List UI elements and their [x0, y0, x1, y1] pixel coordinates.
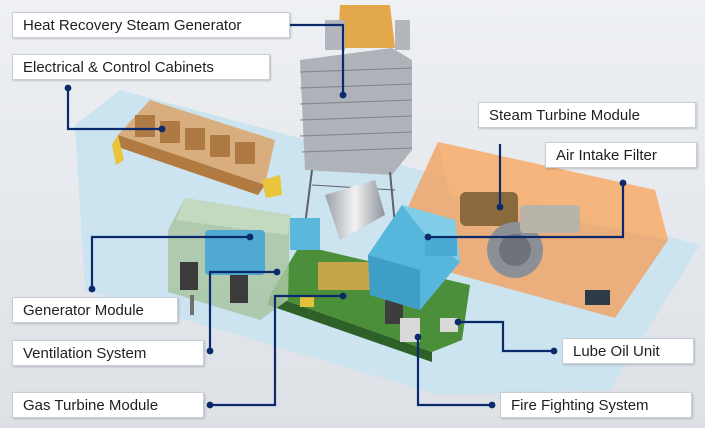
- label-fire-fighting-system: Fire Fighting System: [500, 392, 692, 418]
- leader-fire: [416, 337, 492, 407]
- dot-gtm-start: [206, 401, 214, 409]
- dot-stm: [496, 203, 504, 211]
- dot-aif-start: [619, 179, 627, 187]
- dot-lube-start: [550, 347, 558, 355]
- label-air-intake-filter: Air Intake Filter: [545, 142, 697, 168]
- dot-vent-start: [206, 347, 214, 355]
- generator-model: [168, 198, 320, 320]
- dot-hrsg: [339, 91, 347, 99]
- leader-ecc: [66, 88, 162, 131]
- dot-ecc: [158, 125, 166, 133]
- label-lube-oil-unit: Lube Oil Unit: [562, 338, 694, 364]
- dot-ecc-start: [64, 84, 72, 92]
- dot-lube: [454, 318, 462, 326]
- leader-lines: [66, 23, 625, 407]
- electrical-cabinets-model: [112, 100, 282, 198]
- label-heat-recovery-steam-generator: Heat Recovery Steam Generator: [12, 12, 290, 38]
- label-generator-module: Generator Module: [12, 297, 178, 323]
- steam-turbine-model: [398, 142, 668, 318]
- dot-gtm: [339, 292, 347, 300]
- leader-hrsg: [290, 23, 345, 95]
- dot-gen: [246, 233, 254, 241]
- leader-lube: [458, 320, 554, 353]
- leader-aif: [428, 183, 625, 239]
- leader-gen: [90, 235, 250, 289]
- label-electrical-control-cabinets: Electrical & Control Cabinets: [12, 54, 270, 80]
- leader-gtm: [210, 294, 343, 407]
- dot-fire: [414, 333, 422, 341]
- gas-turbine-model: [268, 245, 470, 362]
- dot-vent: [273, 268, 281, 276]
- label-ventilation-system: Ventilation System: [12, 340, 204, 366]
- label-steam-turbine-module: Steam Turbine Module: [478, 102, 696, 128]
- leader-vent: [208, 270, 277, 351]
- dot-aif: [424, 233, 432, 241]
- dot-fire-start: [488, 401, 496, 409]
- hrsg-model: [299, 5, 413, 240]
- leader-dots: [64, 84, 627, 409]
- label-gas-turbine-module: Gas Turbine Module: [12, 392, 204, 418]
- dot-gen-start: [88, 285, 96, 293]
- air-intake-model: [368, 205, 460, 310]
